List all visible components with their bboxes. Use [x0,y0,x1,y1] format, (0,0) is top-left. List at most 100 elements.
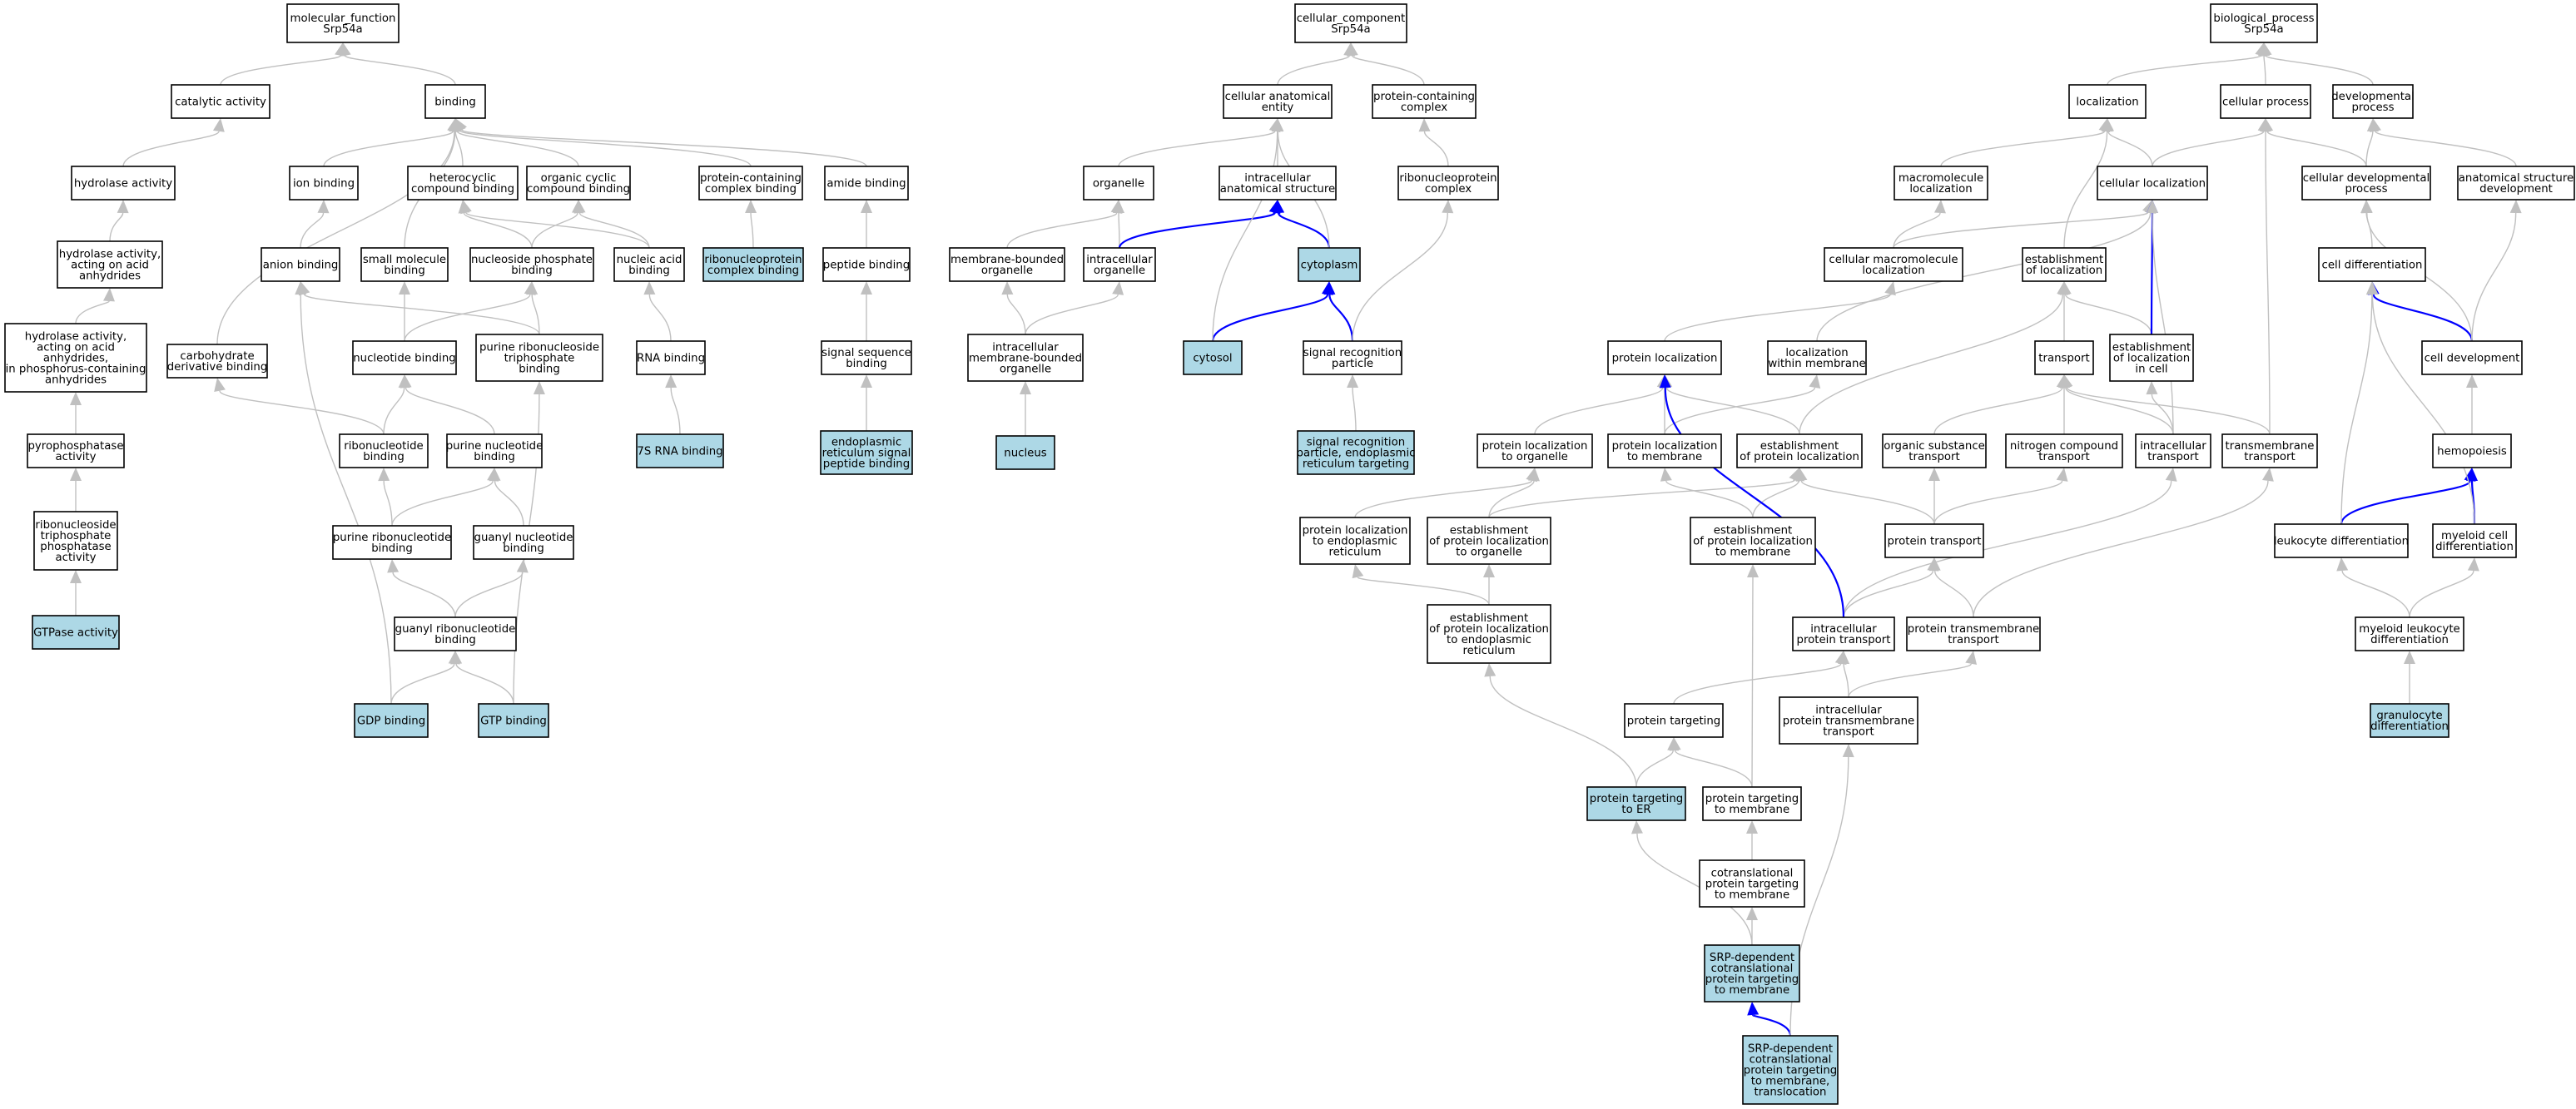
node-prottarg[interactable]: protein targeting [1624,703,1724,738]
node-nucleus[interactable]: nucleus [995,435,1055,470]
node-cytosol[interactable]: cytosol [1183,340,1243,375]
node-amide[interactable]: amide binding [824,166,909,201]
node-hyd_anhyd[interactable]: hydrolase activity,acting on acidanhydri… [57,240,163,289]
node-transport[interactable]: transport [2034,340,2094,375]
node-gtp[interactable]: GTP binding [478,703,549,738]
node-rnabind[interactable]: RNA binding [636,340,706,375]
node-prottrans[interactable]: protein transport [1884,523,1984,558]
node-nucleotide[interactable]: nucleotide binding [352,340,457,375]
node-catalytic[interactable]: catalytic activity [171,84,271,119]
node-ntpase[interactable]: ribonucleosidetriphosphatephosphataseact… [33,511,118,571]
node-box [949,247,1065,282]
node-box [1884,523,1984,558]
node-celldev[interactable]: cell development [2421,340,2523,375]
node-celldiff[interactable]: cell differentiation [2318,247,2426,282]
node-hemo[interactable]: hemopoiesis [2432,433,2512,468]
node-ion[interactable]: ion binding [289,166,359,201]
node-hydrolase[interactable]: hydrolase activity [71,166,176,201]
node-peptide[interactable]: peptide binding [822,247,911,282]
node-leuko[interactable]: leukocyte differentiation [2274,523,2409,558]
node-gtpase[interactable]: GTPase activity [32,615,120,650]
node-rna7s[interactable]: 7S RNA binding [636,433,724,468]
node-binding[interactable]: binding [424,84,486,119]
node-box [1736,433,1863,468]
node-loc[interactable]: localization [2068,84,2147,119]
node-label-line: binding [363,451,405,463]
node-hyd_phos[interactable]: hydrolase activity,acting on acidanhydri… [4,323,147,393]
edge-organelle-to-cae [1118,130,1276,167]
node-label-line: peptide binding [823,458,910,471]
node-label-line: particle, endoplasmic [1297,448,1416,460]
node-cellproc[interactable]: cellular process [2220,84,2311,119]
node-label-line: reticulum [1328,547,1381,559]
node-gdp[interactable]: GDP binding [354,703,429,738]
node-anion[interactable]: anion binding [261,247,340,282]
arrowhead-srptransloc-to-intprottm [1842,744,1854,758]
node-organelle[interactable]: organelle [1083,166,1154,201]
node-protloc[interactable]: protein localization [1607,340,1722,375]
node-box [2135,433,2211,468]
node-cytoplasm[interactable]: cytoplasm [1298,247,1361,282]
node-cellloc[interactable]: cellular localization [2097,166,2208,201]
